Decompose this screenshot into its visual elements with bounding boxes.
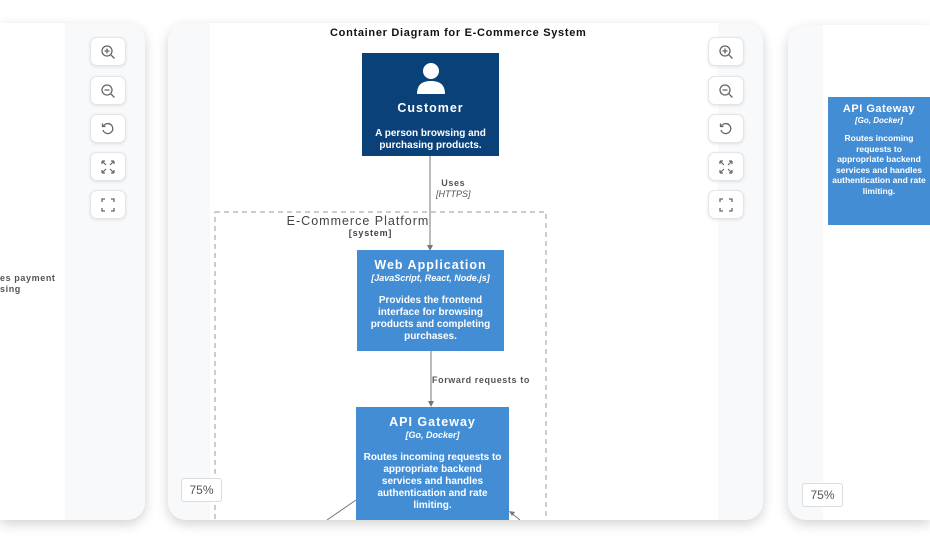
fullscreen-button[interactable] [708,190,744,219]
left-diagram-panel: es payment sing [0,23,145,520]
diagram-canvas[interactable]: Container Diagram for E-Commerce System … [168,23,763,520]
zoom-in-button[interactable] [708,37,744,66]
web-app-name: Web Application [374,258,487,272]
customer-node[interactable]: Customer A person browsing and purchasin… [362,53,499,156]
zoom-in-icon [718,44,734,60]
diagram-title: Container Diagram for E-Commerce System [330,27,587,39]
zoom-out-icon [718,83,734,99]
zoom-out-icon [100,83,116,99]
fullscreen-icon [100,197,116,213]
reset-icon [718,121,734,137]
web-app-description: Provides the frontend interface for brow… [370,295,491,342]
api-gateway-node[interactable]: API Gateway [Go, Docker] Routes incoming… [356,407,509,520]
api-gateway-description: Routes incoming requests to appropriate … [363,452,502,511]
partial-description: sing [0,284,21,294]
fullscreen-button[interactable] [90,190,126,219]
zoom-level-indicator: 75% [181,478,222,502]
fit-button[interactable] [708,152,744,181]
fullscreen-icon [718,197,734,213]
right-diagram-panel: API Gateway [Go, Docker] Routes incoming… [788,25,930,520]
boundary-name: E-Commerce Platform [286,214,430,228]
api-gateway-name: API Gateway [389,415,476,429]
partial-description: es payment [0,273,56,283]
fit-icon [100,159,116,175]
zoom-out-button[interactable] [90,76,126,105]
zoom-in-button[interactable] [90,37,126,66]
web-app-tech: [JavaScript, React, Node.js] [371,273,490,283]
api-gateway-description: Routes incoming requests to appropriate … [832,133,926,196]
fit-button[interactable] [90,152,126,181]
reset-button[interactable] [708,114,744,143]
api-gateway-name: API Gateway [842,103,916,115]
customer-description: A person browsing and purchasing product… [375,128,486,151]
person-icon [416,63,445,94]
customer-name: Customer [397,101,464,115]
zoom-level-indicator: 75% [802,483,843,507]
api-gateway-tech: [Go, Docker] [405,430,460,440]
edge-tech-uses: [HTTPS] [436,189,471,199]
edges [214,156,547,520]
boundary-type: [system] [348,228,393,238]
web-application-node[interactable]: Web Application [JavaScript, React, Node… [357,250,504,351]
reset-icon [100,121,116,137]
edge-label-forward: Forward requests to [432,375,530,385]
api-gateway-node[interactable]: API Gateway [Go, Docker] Routes incoming… [828,97,930,225]
edge-label-uses: Uses [441,178,466,188]
edge-out [326,499,357,520]
reset-button[interactable] [90,114,126,143]
system-boundary [214,211,547,520]
zoom-out-button[interactable] [708,76,744,105]
zoom-in-icon [100,44,116,60]
fit-icon [718,159,734,175]
api-gateway-tech: [Go, Docker] [854,116,903,125]
main-diagram-panel: Container Diagram for E-Commerce System … [168,23,763,520]
